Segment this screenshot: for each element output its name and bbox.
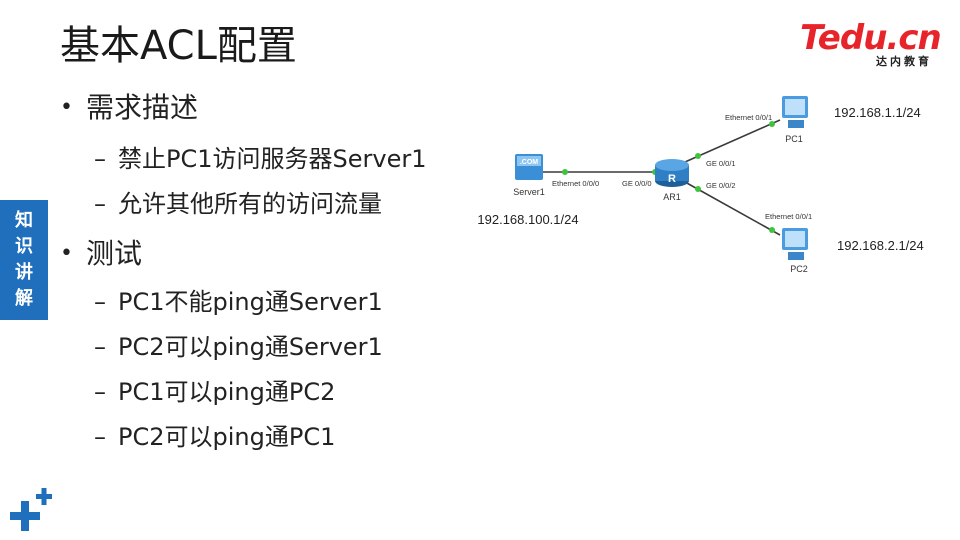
sub-bullet: –PC2可以ping通PC1 [94, 420, 335, 454]
bullet-text: 测试 [86, 237, 143, 270]
pc2-ip: 192.168.2.1/24 [837, 238, 924, 253]
network-topology: .COM Server1 192.168.100.1/24 R AR1 PC1 … [477, 96, 924, 274]
pc2-label: PC2 [790, 264, 808, 274]
bullet-dot-icon: • [60, 241, 73, 266]
sub-bullet: –PC1不能ping通Server1 [94, 285, 383, 319]
sub-bullet-text: PC1不能ping通Server1 [118, 288, 383, 316]
bullet-test: • 测试 [60, 234, 142, 274]
sub-bullet: –PC1可以ping通PC2 [94, 375, 335, 409]
dash-icon: – [94, 288, 106, 316]
side-tab-char: 知 [15, 210, 33, 231]
port-label-server1: Ethernet 0/0/0 [552, 179, 599, 188]
bullet-requirements: • 需求描述 [60, 88, 198, 128]
sub-bullet-text: PC2可以ping通PC1 [118, 423, 336, 451]
sub-bullet: –允许其他所有的访问流量 [94, 187, 382, 221]
tedu-logo: Tedu.cn 达内教育 [800, 18, 942, 68]
side-tab-char: 解 [15, 288, 33, 309]
side-tab-char: 识 [15, 236, 33, 257]
knowledge-tab: 知 识 讲 解 [0, 200, 48, 320]
sub-bullet-text: 允许其他所有的访问流量 [118, 190, 382, 218]
sub-bullet: –禁止PC1访问服务器Server1 [94, 142, 426, 176]
logo-subtitle: 达内教育 [876, 55, 932, 68]
port-dot-pc1 [769, 121, 775, 127]
link-ar1-pc2 [684, 181, 781, 236]
sub-bullet-text: 禁止PC1访问服务器Server1 [118, 145, 427, 173]
dash-icon: – [94, 378, 106, 406]
server1-ip: 192.168.100.1/24 [477, 212, 578, 227]
port-label-ar1-ge002: GE 0/0/2 [706, 181, 736, 190]
port-dot-server1 [562, 169, 568, 175]
server1-label: Server1 [513, 187, 545, 197]
ar1-label: AR1 [663, 192, 681, 202]
server-icon: .COM [515, 154, 543, 180]
logo-brand: Tedu.cn [800, 18, 942, 58]
port-dot-pc2 [769, 227, 775, 233]
dash-icon: – [94, 423, 106, 451]
side-tab-char: 讲 [15, 262, 33, 283]
port-label-pc2: Ethernet 0/0/1 [765, 212, 812, 221]
dash-icon: – [94, 145, 106, 173]
port-dot-ar1-ge001 [695, 153, 701, 159]
port-label-pc1: Ethernet 0/0/1 [725, 113, 772, 122]
router-icon-text: R [668, 173, 676, 185]
sub-bullet: –PC2可以ping通Server1 [94, 330, 383, 364]
pc1-ip: 192.168.1.1/24 [834, 105, 921, 120]
bullet-text: 需求描述 [86, 91, 199, 124]
link-ar1-pc1 [684, 119, 781, 163]
port-label-ar1-ge001: GE 0/0/1 [706, 159, 736, 168]
router-icon: R [655, 159, 689, 187]
bullet-dot-icon: • [60, 95, 73, 120]
sub-bullet-text: PC1可以ping通PC2 [118, 378, 336, 406]
pc-icon [782, 228, 808, 260]
port-label-ar1-ge000: GE 0/0/0 [622, 179, 652, 188]
pc-icon [782, 96, 808, 128]
dash-icon: – [94, 333, 106, 361]
slide-title: 基本ACL配置 [60, 23, 297, 69]
sub-bullet-text: PC2可以ping通Server1 [118, 333, 383, 361]
plus-decoration-icon [10, 488, 52, 531]
port-dot-ar1-ge002 [695, 186, 701, 192]
dash-icon: – [94, 190, 106, 218]
server-icon-text: .COM [520, 159, 538, 166]
pc1-label: PC1 [785, 134, 803, 144]
